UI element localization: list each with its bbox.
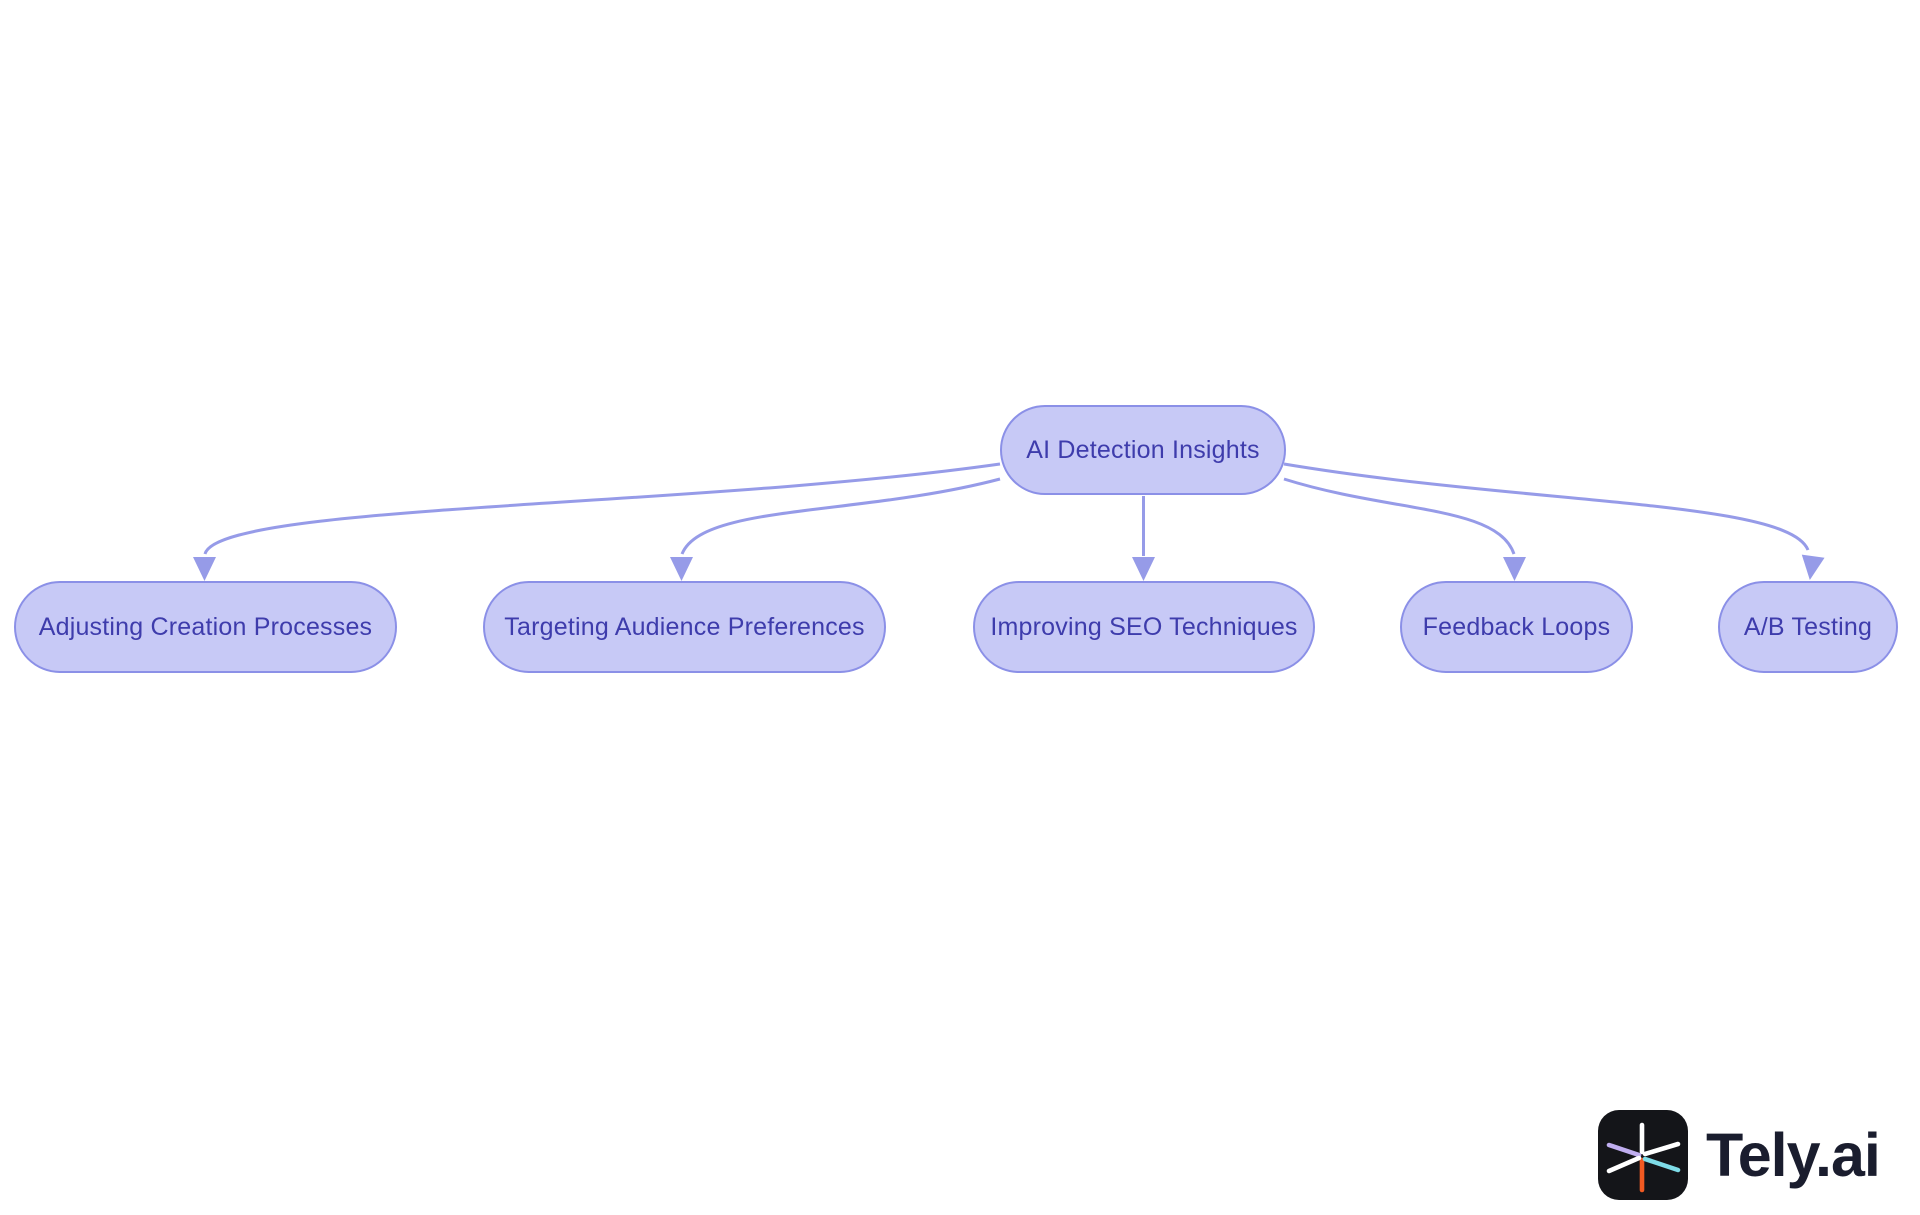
arrowhead-adjusting-creation-processes xyxy=(193,557,216,581)
arrowhead-targeting-audience-preferences xyxy=(670,557,693,581)
arrowhead-improving-seo-techniques xyxy=(1132,557,1155,581)
node-label: Adjusting Creation Processes xyxy=(38,612,373,641)
arrowhead-ab-testing xyxy=(1801,554,1825,580)
brand-logo: Tely.ai xyxy=(1598,1110,1881,1200)
node-targeting-audience-preferences[interactable]: Targeting Audience Preferences xyxy=(483,581,886,673)
node-label: Targeting Audience Preferences xyxy=(504,612,865,641)
edge-root-to-targeting-audience-preferences xyxy=(680,477,1001,555)
brand-wordmark: Tely.ai xyxy=(1706,1120,1881,1189)
node-label: AI Detection Insights xyxy=(1026,435,1260,464)
node-label: Feedback Loops xyxy=(1422,612,1611,641)
node-improving-seo-techniques[interactable]: Improving SEO Techniques xyxy=(973,581,1315,673)
edge-root-to-feedback-loops xyxy=(1283,477,1516,555)
arrowhead-feedback-loops xyxy=(1503,557,1526,581)
node-label: A/B Testing xyxy=(1743,612,1873,641)
node-ab-testing[interactable]: A/B Testing xyxy=(1718,581,1898,673)
tely-star-icon xyxy=(1598,1110,1688,1200)
edge-root-to-ab-testing xyxy=(1283,462,1810,551)
node-adjusting-creation-processes[interactable]: Adjusting Creation Processes xyxy=(14,581,397,673)
node-feedback-loops[interactable]: Feedback Loops xyxy=(1400,581,1633,673)
node-ai-detection-insights[interactable]: AI Detection Insights xyxy=(1000,405,1286,495)
edge-root-to-adjusting-creation-processes xyxy=(203,462,1001,555)
node-label: Improving SEO Techniques xyxy=(990,612,1298,641)
